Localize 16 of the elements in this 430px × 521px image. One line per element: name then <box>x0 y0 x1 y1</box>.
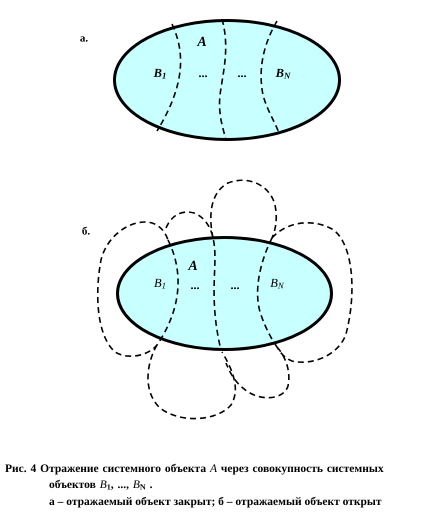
object-label: A <box>188 260 198 274</box>
panel-label: а. <box>80 34 88 44</box>
panel-label: б. <box>82 226 90 238</box>
ellipsis: ... <box>198 67 208 79</box>
subobject-label: B$_{1}$ <box>154 66 166 80</box>
ellipsis: ... <box>238 67 246 79</box>
object-label: A <box>197 36 207 50</box>
ellipse <box>113 19 341 141</box>
ellipse <box>116 236 333 351</box>
caption-note: а – отражаемый объект закрыт; б – отражаемый объект открыт <box>49 495 382 510</box>
ellipsis: ... <box>230 279 240 291</box>
subobject-label: B$_{1}$ <box>154 276 166 290</box>
subobject-label: B$_{N}$ <box>276 66 290 80</box>
subobject-label: B$_{N}$ <box>270 276 284 290</box>
figure-caption: Рис. 4 Отражение системного объекта A через совокупность системных объектов B$_{1}$, ..., B$_{N}$ . <box>5 462 385 493</box>
ellipsis: ... <box>190 279 200 291</box>
